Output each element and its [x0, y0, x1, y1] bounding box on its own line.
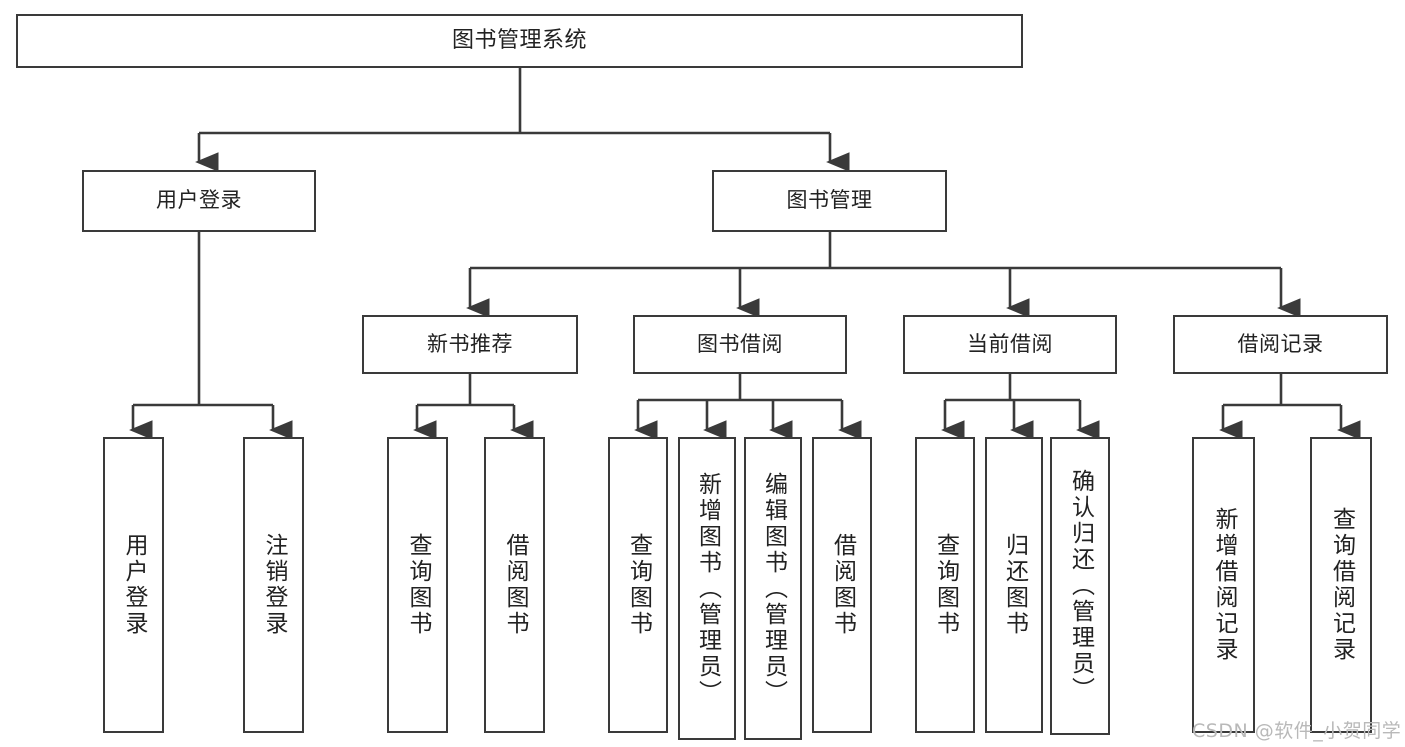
node-borrow-record-label: 借阅记录 — [1237, 331, 1324, 356]
leaf-query-book-1-label: 查询图书 — [405, 533, 431, 637]
leaf-confirm-return[interactable]: 确认归还（管理员） — [1050, 437, 1110, 735]
leaf-return-book[interactable]: 归还图书 — [985, 437, 1043, 733]
node-current-borrow-label: 当前借阅 — [967, 331, 1053, 356]
leaf-borrow-book-2[interactable]: 借阅图书 — [812, 437, 872, 733]
leaf-edit-book-label: 编辑图书（管理员） — [760, 471, 787, 706]
leaf-return-book-label: 归还图书 — [1001, 533, 1028, 637]
node-root[interactable]: 图书管理系统 — [16, 14, 1023, 68]
node-new-book-recommend-label: 新书推荐 — [427, 331, 513, 356]
leaf-query-book-3[interactable]: 查询图书 — [915, 437, 975, 733]
node-user-login[interactable]: 用户登录 — [82, 170, 316, 232]
node-borrow-record[interactable]: 借阅记录 — [1173, 315, 1388, 374]
leaf-add-record-label: 新增借阅记录 — [1211, 507, 1237, 663]
leaf-borrow-book-2-label: 借阅图书 — [829, 533, 856, 637]
leaf-query-book-2-label: 查询图书 — [625, 533, 652, 637]
node-book-manage-label: 图书管理 — [786, 188, 873, 213]
leaf-user-login-label: 用户登录 — [121, 533, 147, 637]
node-current-borrow[interactable]: 当前借阅 — [903, 315, 1117, 374]
leaf-query-record[interactable]: 查询借阅记录 — [1310, 437, 1372, 733]
node-root-label: 图书管理系统 — [451, 27, 587, 53]
node-new-book-recommend[interactable]: 新书推荐 — [362, 315, 578, 374]
node-book-manage[interactable]: 图书管理 — [712, 170, 947, 232]
leaf-query-book-3-label: 查询图书 — [932, 533, 959, 637]
csdn-watermark: CSDN @软件_小贺同学 — [1192, 720, 1402, 742]
leaf-borrow-book-1[interactable]: 借阅图书 — [484, 437, 545, 733]
node-book-borrow-label: 图书借阅 — [697, 331, 783, 356]
node-book-borrow[interactable]: 图书借阅 — [633, 315, 847, 374]
leaf-add-book[interactable]: 新增图书（管理员） — [678, 437, 736, 740]
leaf-add-record[interactable]: 新增借阅记录 — [1192, 437, 1255, 733]
leaf-logout-login-label: 注销登录 — [261, 533, 287, 637]
leaf-logout-login[interactable]: 注销登录 — [243, 437, 304, 733]
leaf-borrow-book-1-label: 借阅图书 — [502, 533, 528, 637]
leaf-query-record-label: 查询借阅记录 — [1328, 507, 1355, 663]
leaf-query-book-2[interactable]: 查询图书 — [608, 437, 668, 733]
leaf-edit-book[interactable]: 编辑图书（管理员） — [744, 437, 802, 740]
leaf-query-book-1[interactable]: 查询图书 — [387, 437, 448, 733]
node-user-login-label: 用户登录 — [156, 188, 242, 213]
leaf-user-login[interactable]: 用户登录 — [103, 437, 164, 733]
leaf-add-book-label: 新增图书（管理员） — [694, 471, 721, 706]
leaf-confirm-return-label: 确认归还（管理员） — [1067, 469, 1094, 703]
